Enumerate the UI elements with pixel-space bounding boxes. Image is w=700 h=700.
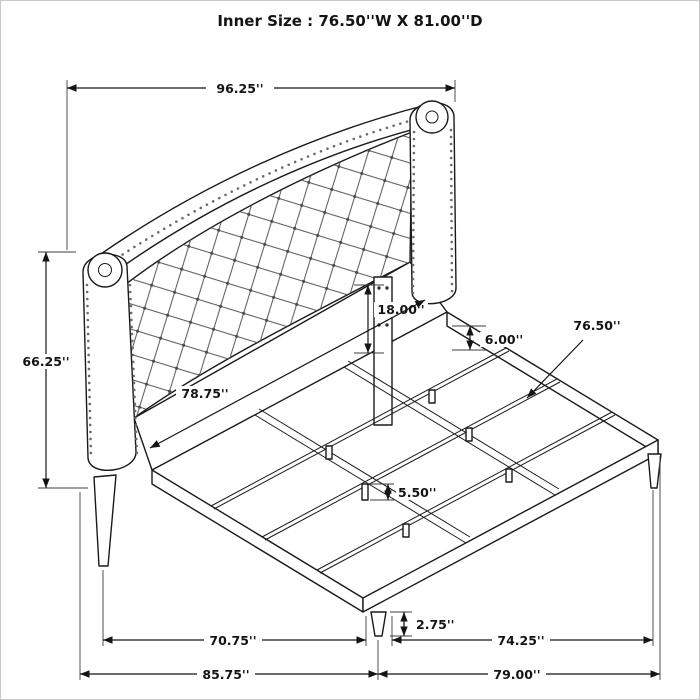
headboard-left-leg xyxy=(93,474,117,567)
dim-label-headboard-inner-width: 78.75'' xyxy=(181,386,228,401)
foot-near-leg xyxy=(370,611,387,637)
nailhead-trim-right-inner xyxy=(411,130,416,296)
page-title: Inner Size : 76.50''W X 81.00''D xyxy=(217,12,482,30)
nailhead-trim-left-inner xyxy=(128,283,139,457)
dim-label-overall-depth: 79.00'' xyxy=(493,667,540,682)
dim-label-frame-front-right: 74.25'' xyxy=(497,633,544,648)
dim-label-headboard-height: 66.25'' xyxy=(22,354,69,369)
foot-far-leg xyxy=(647,453,662,489)
right-scroll-icon xyxy=(415,100,449,134)
dim-label-foot-leg-height: 2.75'' xyxy=(416,617,455,632)
dim-slat-length: 76.50'' xyxy=(526,318,621,399)
left-scroll-icon xyxy=(87,252,123,288)
headboard-left-wing xyxy=(82,252,139,567)
dim-overall-width: 85.75'' xyxy=(79,492,379,682)
dim-label-slat-length: 76.50'' xyxy=(573,318,620,333)
nailhead-trim-top xyxy=(103,113,433,268)
leader-arrow xyxy=(526,339,584,399)
dim-support-leg-height: 5.50'' xyxy=(370,483,440,501)
headboard-right-wing xyxy=(409,100,457,305)
dim-label-rail-bracket-height: 6.00'' xyxy=(485,332,524,347)
dim-headboard-inner-width: 78.75'' xyxy=(149,299,426,449)
dim-label-headboard-width: 96.25'' xyxy=(216,81,263,96)
dim-label-support-leg-height: 5.50'' xyxy=(398,485,437,500)
dim-label-frame-front-left: 70.75'' xyxy=(209,633,256,648)
dim-frame-front-right: 74.25'' xyxy=(391,490,654,648)
bed-frame xyxy=(151,311,662,637)
dim-overall-depth: 79.00'' xyxy=(378,456,661,682)
dim-frame-front-left: 70.75'' xyxy=(102,570,367,648)
measured-support-leg xyxy=(361,483,369,501)
dim-rail-bracket-height: 6.00'' xyxy=(452,325,528,351)
nailhead-trim-left-outer xyxy=(85,283,93,460)
nailhead-trim-right-outer xyxy=(449,128,454,294)
dim-foot-leg-height: 2.75'' xyxy=(390,611,458,637)
dim-label-overall-width: 85.75'' xyxy=(202,667,249,682)
dim-headboard-height: 66.25'' xyxy=(16,251,88,489)
dim-headboard-width: 96.25'' xyxy=(66,80,456,250)
headboard-support-post xyxy=(373,276,393,426)
